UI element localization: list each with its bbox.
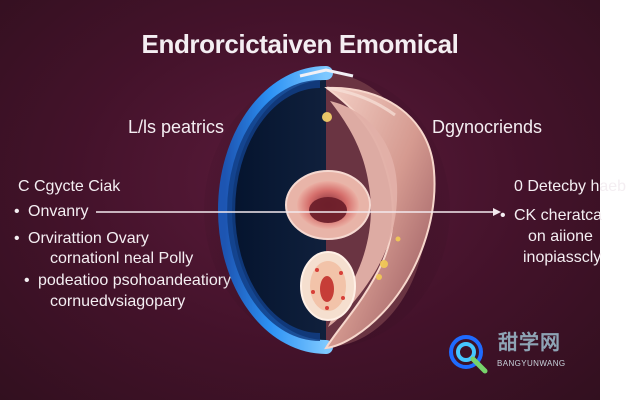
right-list-item-text: 0 Detecby haeb (514, 178, 626, 195)
diagram-title: Endrorcictaiven Emomical (141, 29, 459, 59)
bullet-icon: • (500, 207, 506, 224)
left-list-item: • podeatioo psohoandeatiory (24, 273, 231, 289)
top-marker (299, 68, 354, 78)
left-list-item: C Cgycte Ciak (4, 179, 120, 195)
right-list-item-text: on aiione (528, 228, 593, 245)
right-list-item: • CK cheratca (500, 208, 602, 224)
watermark-logo (449, 335, 488, 374)
accent-dot (376, 274, 382, 280)
right-list-item-text: CK cheratca (514, 207, 603, 224)
watermark-logo-tail-icon (470, 356, 488, 374)
accent-dot (322, 112, 332, 122)
left-list-item: • Onvanry (14, 204, 88, 220)
lower-spot (341, 296, 345, 300)
lower-spot (339, 271, 343, 275)
left-list-item-text: cornuedvsiagopary (50, 293, 186, 310)
watermark-logo-ring-icon (449, 335, 483, 369)
right-list-item: 0 Detecby haeb (500, 179, 626, 195)
left-list-item: cornuedvsiagopary (36, 294, 185, 310)
organ-cross-section-diagram (96, 66, 501, 354)
left-section-label: L/ls peatrics (128, 117, 225, 137)
right-list-item-text: inopiasscly (523, 249, 602, 266)
left-list-item-text: podeatioo psohoandeatiory (38, 272, 232, 289)
left-list-item-text: Onvanry (28, 203, 89, 220)
tissue-highlight (326, 86, 396, 117)
right-list-item: on aiione (514, 229, 593, 245)
left-list-item-text: cornationl neal Polly (50, 250, 194, 267)
watermark-brand: 甜学网 (498, 332, 561, 354)
lower-spot (315, 268, 319, 272)
inner-tissue-layer (328, 101, 398, 327)
inner-blue-shadow (227, 80, 321, 341)
right-section-label: Dgynocriends (432, 117, 543, 137)
arrowhead-icon (493, 208, 501, 216)
left-list-item-text: C Cgycte Ciak (18, 178, 121, 195)
upper-oval-center (309, 197, 347, 223)
left-list-item: cornationl neal Polly (36, 251, 193, 267)
bullet-icon: • (14, 230, 20, 247)
outer-blue-ring (218, 66, 333, 354)
watermark-subtitle: BANGYUNWANG (497, 359, 566, 368)
right-list-item: inopiasscly (509, 250, 601, 266)
lower-oval-core (320, 276, 334, 302)
accent-dot (395, 236, 401, 242)
lower-spot (311, 290, 315, 294)
watermark-logo-inner-icon (456, 342, 476, 362)
bullet-icon: • (24, 272, 30, 289)
bullet-icon: • (14, 203, 20, 220)
left-list-item-text: Orvirattion Ovary (28, 230, 149, 247)
left-list-item: • Orvirattion Ovary (14, 231, 149, 247)
accent-dot (380, 260, 388, 268)
lower-spot (325, 306, 329, 310)
